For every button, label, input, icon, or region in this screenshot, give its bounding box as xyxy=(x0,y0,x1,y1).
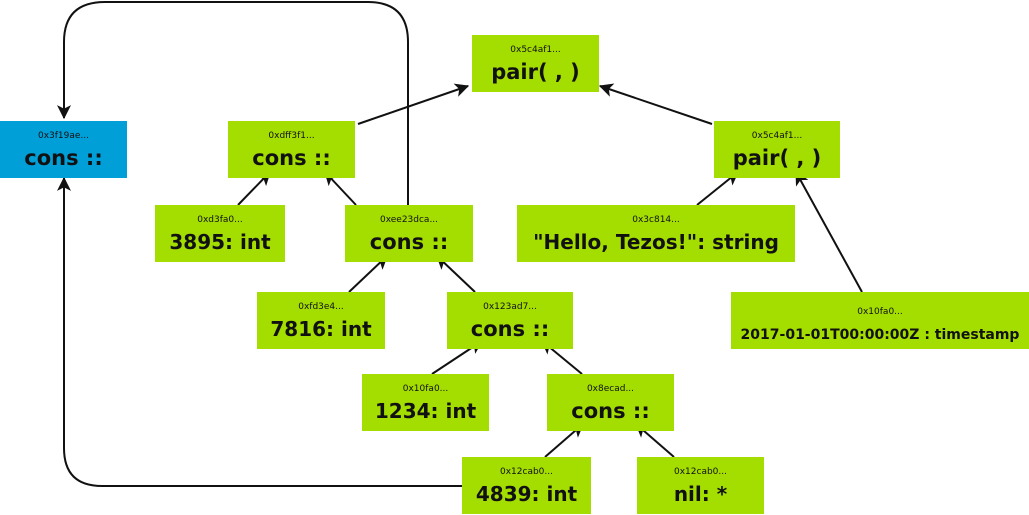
edges xyxy=(57,1,863,487)
edge-ts-to-pair-right xyxy=(795,170,863,293)
edge-cons-ee2-to-cons-3f1-loop xyxy=(57,1,409,205)
node-int-3895: 0xd3fa0... 3895: int xyxy=(155,205,285,262)
node-cons-3f19ae: 0x3f19ae... cons :: xyxy=(0,121,127,178)
node-pair-root: 0x5c4af1... pair( , ) xyxy=(472,35,599,92)
node-label: cons :: xyxy=(571,399,649,423)
node-address: 0x12cab0... xyxy=(674,467,727,477)
node-address: 0x10fa0... xyxy=(403,384,449,394)
node-string-hello-tezos: 0x3c814... "Hello, Tezos!": string xyxy=(517,205,795,262)
node-address: 0x12cab0... xyxy=(500,467,553,477)
edge-int-4839-to-cons-3f1-loop xyxy=(57,176,462,487)
node-address: 0x3f19ae... xyxy=(38,131,89,141)
node-timestamp-2017: 0x10fa0... 2017-01-01T00:00:00Z : timest… xyxy=(731,292,1029,349)
node-label: "Hello, Tezos!": string xyxy=(533,230,779,254)
node-pair-right: 0x5c4af1... pair( , ) xyxy=(714,121,840,178)
node-label: 2017-01-01T00:00:00Z : timestamp xyxy=(741,327,1020,343)
node-cons-dff3f1: 0xdff3f1... cons :: xyxy=(228,121,355,178)
node-label: nil: * xyxy=(674,482,728,506)
node-label: 7816: int xyxy=(270,317,372,341)
node-int-4839: 0x12cab0... 4839: int xyxy=(462,457,591,514)
node-label: pair( , ) xyxy=(733,146,822,170)
node-label: 3895: int xyxy=(169,230,271,254)
node-address: 0x5c4af1... xyxy=(752,131,802,141)
node-int-1234: 0x10fa0... 1234: int xyxy=(362,374,489,431)
node-address: 0xd3fa0... xyxy=(197,215,242,225)
node-label: cons :: xyxy=(471,317,549,341)
node-address: 0x3c814... xyxy=(632,215,680,225)
node-int-7816: 0xfd3e4... 7816: int xyxy=(257,292,385,349)
node-label: cons :: xyxy=(252,146,330,170)
node-address: 0x5c4af1... xyxy=(510,45,560,55)
node-address: 0x10fa0... xyxy=(857,307,903,317)
node-cons-ee23dca: 0xee23dca... cons :: xyxy=(345,205,473,262)
node-address: 0x123ad7... xyxy=(483,302,537,312)
node-address: 0xfd3e4... xyxy=(298,302,344,312)
edge-pair-right-to-pair-root xyxy=(598,83,713,125)
node-label: pair( , ) xyxy=(491,60,580,84)
node-cons-8ecad: 0x8ecad... cons :: xyxy=(547,374,674,431)
node-label: 1234: int xyxy=(375,399,477,423)
node-address: 0x8ecad... xyxy=(587,384,634,394)
node-nil: 0x12cab0... nil: * xyxy=(637,457,764,514)
node-label: cons :: xyxy=(24,146,102,170)
node-address: 0xee23dca... xyxy=(380,215,438,225)
edge-cons-dff-to-pair-root xyxy=(357,83,470,125)
node-address: 0xdff3f1... xyxy=(268,131,314,141)
node-label: cons :: xyxy=(370,230,448,254)
node-cons-123ad7: 0x123ad7... cons :: xyxy=(447,292,573,349)
node-label: 4839: int xyxy=(476,482,578,506)
